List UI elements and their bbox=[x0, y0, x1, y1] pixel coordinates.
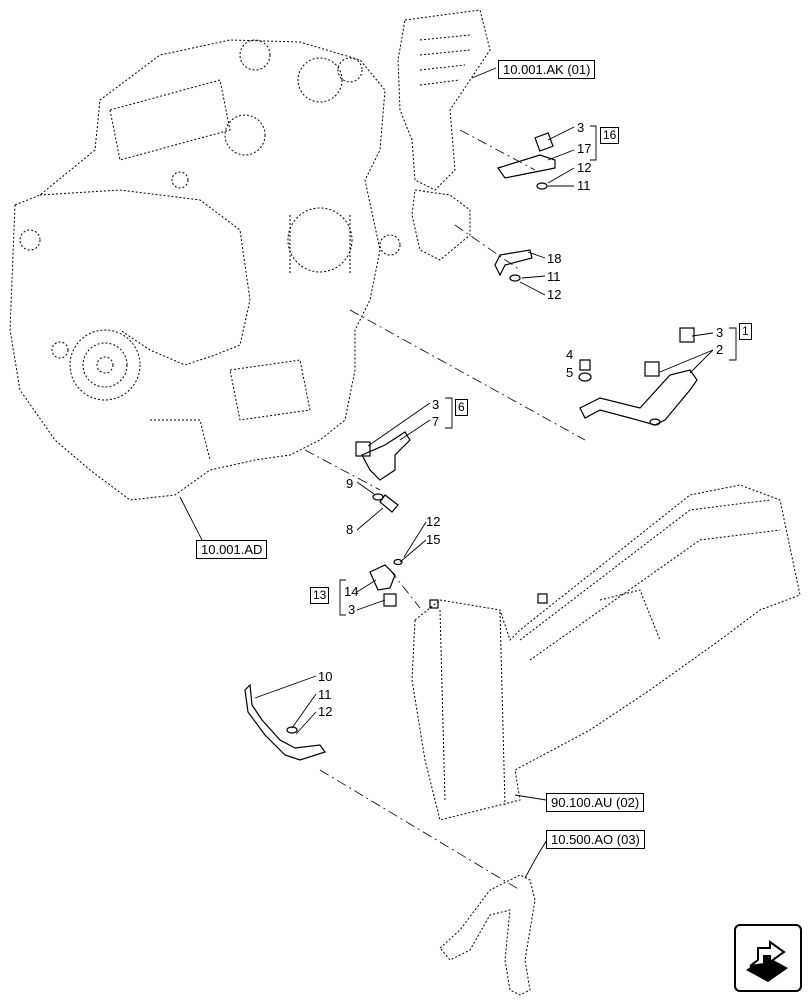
lower-bracket-illustration bbox=[439, 874, 536, 996]
part-7-bracket bbox=[355, 431, 411, 481]
engine-illustration bbox=[9, 39, 401, 501]
callout-12: 12 bbox=[577, 160, 592, 175]
callout-9: 9 bbox=[346, 476, 354, 491]
part-14-bracket bbox=[369, 558, 403, 607]
part-17-bracket bbox=[497, 132, 556, 190]
callout-3: 3 bbox=[577, 120, 585, 135]
callout-14: 14 bbox=[344, 584, 359, 599]
ref-box-10-500-ao[interactable]: 10.500.AO (03) bbox=[546, 830, 645, 849]
callout-2: 2 bbox=[716, 342, 724, 357]
callout-3: 3 bbox=[716, 325, 724, 340]
part-10-bracket bbox=[244, 683, 326, 761]
navigation-button[interactable] bbox=[734, 924, 802, 992]
group-box-1[interactable]: 1 bbox=[739, 323, 752, 340]
callout-12: 12 bbox=[426, 514, 441, 529]
ref-box-10-001-ak[interactable]: 10.001.AK (01) bbox=[498, 60, 596, 79]
callout-11: 11 bbox=[577, 178, 591, 193]
group-box-13[interactable]: 13 bbox=[310, 587, 330, 604]
callout-11: 11 bbox=[318, 687, 332, 702]
callout-12: 12 bbox=[318, 704, 333, 719]
part-2-bracket bbox=[579, 327, 698, 426]
group-box-6[interactable]: 6 bbox=[455, 399, 468, 416]
callout-8: 8 bbox=[346, 522, 354, 537]
group-box-16[interactable]: 16 bbox=[600, 127, 620, 144]
ref-box-90-100-au[interactable]: 90.100.AU (02) bbox=[546, 793, 645, 812]
fan-shroud-illustration bbox=[411, 484, 801, 821]
callout-15: 15 bbox=[426, 532, 441, 547]
callout-17: 17 bbox=[577, 141, 592, 156]
arrow-nav-icon bbox=[746, 940, 788, 982]
callout-7: 7 bbox=[432, 414, 440, 429]
ref-box-10-001-ad[interactable]: 10.001.AD bbox=[196, 540, 268, 559]
callout-11: 11 bbox=[547, 269, 561, 284]
top-bracket-illustration bbox=[397, 9, 491, 261]
callout-4: 4 bbox=[566, 347, 574, 362]
callout-3: 3 bbox=[348, 602, 356, 617]
part-4-5-fastener bbox=[578, 359, 592, 382]
callout-5: 5 bbox=[566, 365, 574, 380]
part-18-bracket bbox=[494, 249, 533, 282]
callout-12: 12 bbox=[547, 287, 562, 302]
callout-10: 10 bbox=[318, 669, 333, 684]
part-8-9-fastener bbox=[372, 493, 399, 513]
callout-18: 18 bbox=[547, 251, 562, 266]
callout-3: 3 bbox=[432, 397, 440, 412]
